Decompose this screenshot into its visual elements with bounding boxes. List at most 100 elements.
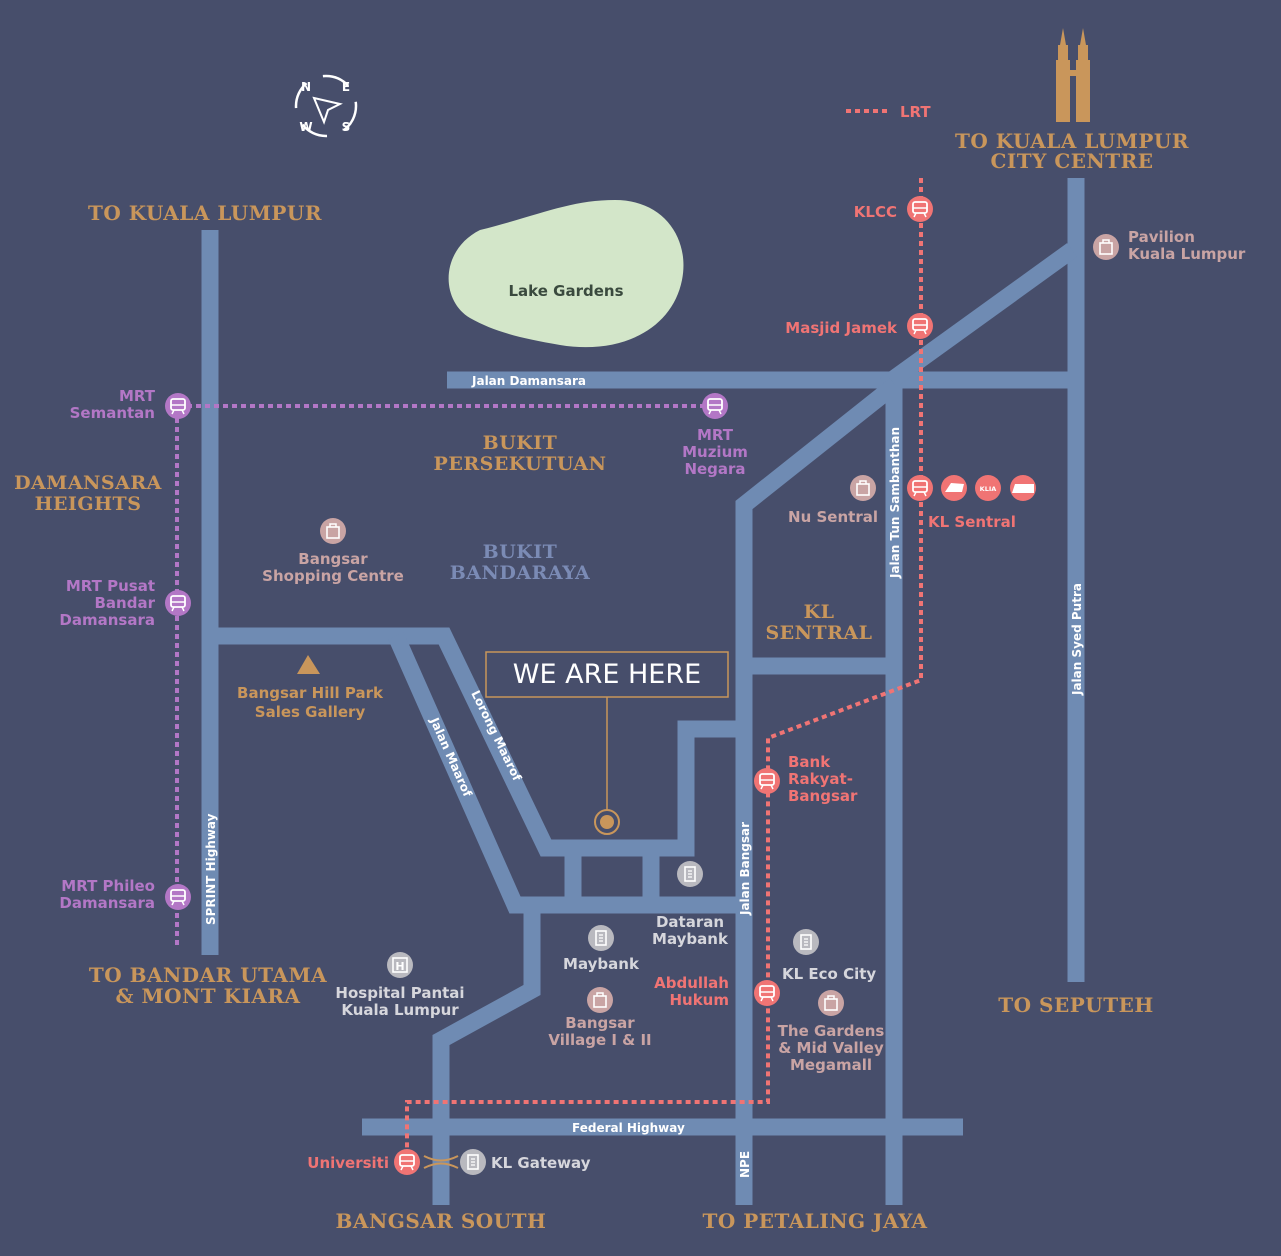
place-dataran-label-1: Dataran <box>656 913 724 931</box>
mrt-muzium-label-2: Muzium <box>682 443 748 461</box>
compass-icon: N E W S <box>294 74 358 138</box>
place-kl-eco-city-label: KL Eco City <box>782 965 876 983</box>
building-icon <box>459 1148 487 1176</box>
mrt-pusat-label-2: Bandar <box>95 594 156 612</box>
mrt-station-icon <box>701 392 729 420</box>
district-damansara-heights-2: HEIGHTS <box>35 493 142 515</box>
road-jalan-maarof <box>388 632 744 914</box>
location-pin-dot <box>600 815 614 829</box>
district-bukit-bandaraya-1: BUKIT <box>483 541 558 563</box>
klia-rail-icon <box>975 475 1001 501</box>
lrt-bank-rakyat-label-3: Bangsar <box>788 787 858 805</box>
direction-kl-city-centre-1: TO KUALA LUMPUR <box>955 129 1189 153</box>
lrt-kl-sentral-label: KL Sentral <box>928 513 1016 531</box>
place-maybank-label: Maybank <box>563 955 640 973</box>
hospital-icon-letter: H <box>395 960 404 973</box>
road-label-federal-highway: Federal Highway <box>572 1121 685 1135</box>
mrt-semantan-label-2: Semantan <box>70 404 155 422</box>
place-kl-gateway-label: KL Gateway <box>491 1154 591 1172</box>
mrt-phileo-label-2: Damansara <box>59 894 155 912</box>
direction-bangsar-south: BANGSAR SOUTH <box>336 1209 547 1233</box>
lrt-bank-rakyat-label-2: Rakyat- <box>788 770 853 788</box>
road-network <box>201 178 1085 1205</box>
lrt-station-icon <box>906 195 934 223</box>
place-pavilion-label-1: Pavilion <box>1128 228 1195 246</box>
mrt-phileo-label-1: MRT Phileo <box>61 877 155 895</box>
hospital-icon: H <box>387 952 413 978</box>
place-bangsar-sc-label-1: Bangsar <box>298 550 368 568</box>
shopping-bag-icon <box>849 474 877 502</box>
lrt-station-icon <box>753 767 781 795</box>
lrt-universiti-label: Universiti <box>307 1154 389 1172</box>
lake-gardens-label: Lake Gardens <box>509 282 624 300</box>
rail-service-icon-shape <box>945 483 964 492</box>
place-hospital-label-1: Hospital Pantai <box>335 984 464 1002</box>
direction-kl-city-centre-2: CITY CENTRE <box>990 149 1153 173</box>
road-pavilion-link <box>880 243 1077 392</box>
location-pin-icon <box>594 809 620 835</box>
lrt-legend-label: LRT <box>900 103 931 121</box>
we-are-here-box <box>485 651 729 698</box>
lrt-bank-rakyat-label-1: Bank <box>788 753 831 771</box>
place-gardens-label-1: The Gardens <box>778 1022 885 1040</box>
compass-s: S <box>342 120 351 134</box>
district-kl-sentral-1: KL <box>804 601 835 623</box>
road-jalan-bangsar <box>735 378 901 1205</box>
sales-gallery-triangle-icon <box>297 655 320 674</box>
district-bukit-persekutuan-1: BUKIT <box>483 432 558 454</box>
building-icon <box>587 924 615 952</box>
mrt-muzium-label-1: MRT <box>697 426 734 444</box>
we-are-here-label: WE ARE HERE <box>513 659 701 690</box>
direction-bandar-utama-2: & MONT KIARA <box>115 984 300 1008</box>
road-label-jalan-damansara: Jalan Damansara <box>471 374 586 388</box>
mrt-station-icon <box>164 883 192 911</box>
mrt-station-icon <box>164 392 192 420</box>
place-bangsar-village-label-2: Village I & II <box>548 1031 651 1049</box>
lake-gardens-area <box>448 200 684 348</box>
lrt-masjid-jamek-label: Masjid Jamek <box>785 319 898 337</box>
road-label-jalan-tun-sambanthan: Jalan Tun Sambanthan <box>888 427 902 579</box>
place-sales-gallery-label-1: Bangsar Hill Park <box>237 684 384 702</box>
petronas-towers-icon <box>1056 28 1090 122</box>
shopping-bag-icon <box>586 986 614 1014</box>
place-pavilion-label-2: Kuala Lumpur <box>1128 245 1246 263</box>
place-hospital-label-2: Kuala Lumpur <box>341 1001 459 1019</box>
lrt-station-icon <box>906 312 934 340</box>
shopping-bag-icon <box>817 989 845 1017</box>
road-label-npe: NPE <box>738 1151 752 1178</box>
kl-sentral-rail-icons: KLIA <box>941 475 1036 501</box>
direction-bandar-utama-1: TO BANDAR UTAMA <box>89 963 327 987</box>
direction-to-kl: TO KUALA LUMPUR <box>88 201 322 225</box>
district-kl-sentral-2: SENTRAL <box>765 622 872 644</box>
place-bangsar-sc-label-2: Shopping Centre <box>262 567 404 585</box>
lrt-station-icon <box>906 474 934 502</box>
mrt-muzium-label-3: Negara <box>684 460 745 478</box>
road-label-jalan-bangsar: Jalan Bangsar <box>738 822 752 916</box>
compass-e: E <box>342 80 350 94</box>
lrt-klcc-label: KLCC <box>854 203 897 221</box>
road-label-jalan-syed-putra: Jalan Syed Putra <box>1070 583 1084 696</box>
district-damansara-heights-1: DAMANSARA <box>14 472 162 494</box>
lrt-station-icon <box>393 1148 421 1176</box>
lrt-abdullah-hukum-label-2: Hukum <box>669 991 729 1009</box>
lrt-line <box>405 178 923 1162</box>
lrt-station-icon <box>753 979 781 1007</box>
lrt-abdullah-hukum-label-1: Abdullah <box>654 974 729 992</box>
mrt-station-icon <box>164 589 192 617</box>
place-gardens-label-3: Megamall <box>790 1056 872 1074</box>
mrt-pusat-label-1: MRT Pusat <box>66 577 155 595</box>
place-nu-sentral-label: Nu Sentral <box>788 508 878 526</box>
shopping-bag-icon <box>319 517 347 545</box>
road-label-sprint-highway: SPRINT Highway <box>204 813 218 925</box>
klia-rail-label: KLIA <box>980 485 997 493</box>
link-bridge-icon <box>423 1155 459 1169</box>
building-icon <box>792 928 820 956</box>
district-bukit-persekutuan-2: PERSEKUTUAN <box>434 453 607 475</box>
direction-seputeh: TO SEPUTEH <box>998 993 1153 1017</box>
building-icon <box>676 860 704 888</box>
shopping-bag-icon <box>1092 233 1120 261</box>
mrt-pusat-label-3: Damansara <box>59 611 155 629</box>
district-bukit-bandaraya-2: BANDARAYA <box>450 562 591 584</box>
